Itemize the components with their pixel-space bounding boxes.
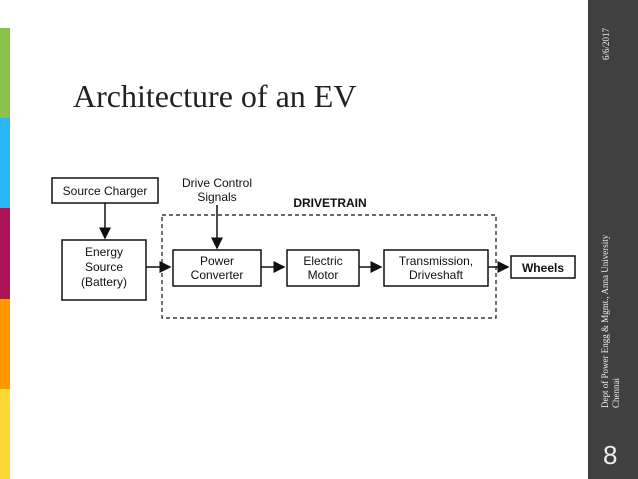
energy-source-line1: Energy xyxy=(85,245,123,259)
footer-line-2: Chennai xyxy=(611,378,621,408)
wheels-box xyxy=(510,255,576,279)
energy-source-line3: (Battery) xyxy=(81,275,127,289)
electric-motor-line2: Motor xyxy=(308,268,339,282)
slide-date: 6/6/2017 xyxy=(601,27,611,60)
transmission-box xyxy=(383,249,489,287)
power-converter-line1: Power xyxy=(200,254,234,268)
drive-control-line2: Signals xyxy=(197,190,236,204)
energy-source-box xyxy=(61,239,147,301)
power-converter-line2: Converter xyxy=(191,268,244,282)
electric-motor-box xyxy=(286,249,360,287)
electric-motor-line1: Electric xyxy=(303,254,342,268)
color-stripes xyxy=(0,28,10,479)
stripe-green xyxy=(0,28,10,119)
right-sidebar xyxy=(588,0,638,479)
source-charger-label: Source Charger xyxy=(63,184,148,198)
slide-footer: Dept of Power Engg & Mgmt., Anna Univers… xyxy=(600,235,622,408)
footer-line-1: Dept of Power Engg & Mgmt., Anna Univers… xyxy=(600,234,610,408)
power-converter-box xyxy=(172,249,262,287)
stripe-magenta xyxy=(0,208,10,299)
drive-control-line1: Drive Control xyxy=(182,176,252,190)
transmission-line2: Driveshaft xyxy=(409,268,464,282)
stripe-orange xyxy=(0,298,10,389)
transmission-line1: Transmission, xyxy=(399,254,473,268)
slide-title: Architecture of an EV xyxy=(73,78,357,114)
stripe-blue xyxy=(0,118,10,209)
stripe-yellow xyxy=(0,388,10,479)
page-number: 8 xyxy=(603,440,618,470)
wheels-label: Wheels xyxy=(522,261,564,275)
energy-source-line2: Source xyxy=(85,260,123,274)
ev-architecture-diagram: DRIVETRAIN Source Charger Energy Source … xyxy=(51,176,576,319)
drivetrain-label: DRIVETRAIN xyxy=(293,196,366,210)
